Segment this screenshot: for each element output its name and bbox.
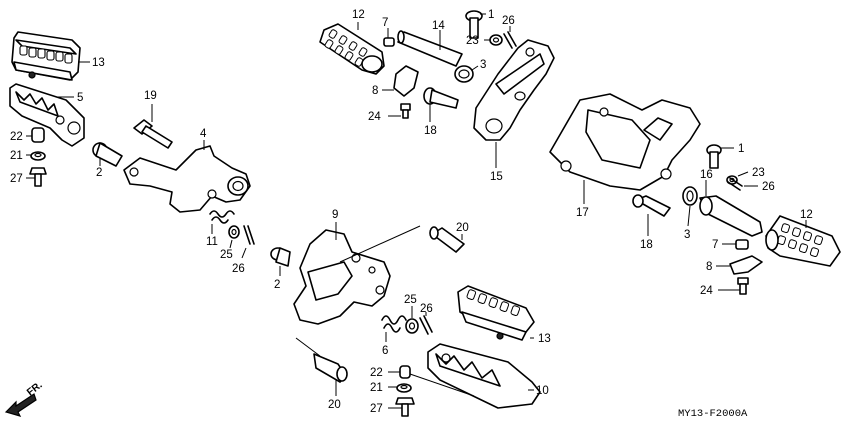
footpeg-holder-9 [293,222,391,325]
callout-6: 6 [382,345,388,357]
callout-19: 19 [144,90,157,102]
cotter-pin-26-top [503,26,517,49]
callout-9: 9 [332,209,338,221]
pivot-pin-14 [397,30,463,67]
callout-5: 5 [77,92,83,104]
bolt-20-upper [339,225,465,263]
front-direction-arrow-icon [4,393,37,417]
pivot-arm-16 [699,180,763,237]
bolt-24-top [388,103,411,119]
callout-1-top: 1 [488,9,494,21]
callout-27-left: 27 [10,173,23,185]
callout-22-left: 22 [10,131,23,143]
callout-15: 15 [490,171,503,183]
washer-25-left [228,225,240,249]
pin-1-top [465,10,486,39]
callout-18-right: 18 [640,239,653,251]
callout-26-right: 26 [762,181,775,193]
callout-24-top: 24 [368,111,381,123]
washer-7-top [383,28,395,47]
washer-23-top [484,34,503,46]
callout-16: 16 [700,169,713,181]
footpeg-bracket-left [9,83,85,147]
collar-22-left [26,127,45,143]
bolt-27-center [388,397,415,417]
collar-8-right [716,255,763,275]
front-direction-label: FR. [25,380,45,399]
callout-23-right: 23 [752,167,765,179]
callout-2-left: 2 [96,167,102,179]
footpeg-rubber-top-left [11,31,90,81]
bolt-18-top [423,87,459,122]
cotter-pin-26-right [727,177,758,191]
footpeg-bracket-10 [427,343,541,409]
callout-20-upper: 20 [456,222,469,234]
bolt-18-right [632,194,671,236]
spring-6 [381,315,407,342]
pivot-pin-2-left [92,142,123,167]
callout-11: 11 [206,236,218,248]
callout-21-left: 21 [10,150,23,162]
bolt-24-right [718,277,749,295]
footpeg-rubber-12-top [319,22,385,75]
collar-8-top [382,65,419,97]
callout-25-left: 25 [220,249,233,261]
footpeg-holder-4 [123,140,251,213]
callout-21-center: 21 [370,382,383,394]
callout-18-top: 18 [424,125,437,137]
washer-21-center [388,383,412,393]
callout-3-top: 3 [480,59,486,71]
collar-22-center [388,365,411,379]
diagram-code: MY13-F2000A [678,408,748,420]
washer-25-center [405,306,419,334]
callout-12-right: 12 [800,209,813,221]
callout-8-top: 8 [372,85,378,97]
callout-10: 10 [536,385,549,397]
washer-7-right [722,239,749,250]
callout-26-center: 26 [420,303,433,315]
callout-14: 14 [432,20,445,32]
callout-7-right: 7 [712,239,718,251]
callout-13-center: 13 [538,333,551,345]
footpeg-rubber-12-right [765,215,841,267]
callout-26-left: 26 [232,263,245,275]
callout-1-right: 1 [738,143,744,155]
o-ring-3-right [682,186,698,227]
cotter-pin-26-left [241,225,255,259]
callout-27-center: 27 [370,403,383,415]
callout-24-right: 24 [700,285,713,297]
callout-12-top: 12 [352,9,365,21]
bolt-20-lower [295,337,475,397]
footpeg-rubber-13-center [457,285,535,341]
spring-11-left [209,210,235,234]
callout-25-center: 25 [404,294,417,306]
pin-1-right [706,144,734,169]
callout-labels: 13 5 22 21 27 2 19 4 11 25 26 12 14 1 26… [10,9,813,415]
washer-21-left [26,151,46,161]
bolt-19 [133,104,173,149]
callout-7-top: 7 [382,17,388,29]
callout-4: 4 [200,128,207,140]
callout-20-lower: 20 [328,399,341,411]
mounting-plate-17 [549,93,701,204]
callout-17: 17 [576,207,589,219]
callout-8-right: 8 [706,261,712,273]
callout-3-right: 3 [684,229,690,241]
bolt-27-left [26,167,47,187]
callout-13-top-left: 13 [92,57,105,69]
callout-22-center: 22 [370,367,383,379]
pivot-pin-2-center [270,247,291,276]
callout-26-top: 26 [502,15,515,27]
callout-2-center: 2 [274,279,280,291]
callout-23-top: 23 [466,35,479,47]
footpeg-holder-15 [473,39,555,168]
o-ring-3-top [454,65,479,83]
cotter-pin-26-center [419,312,433,335]
